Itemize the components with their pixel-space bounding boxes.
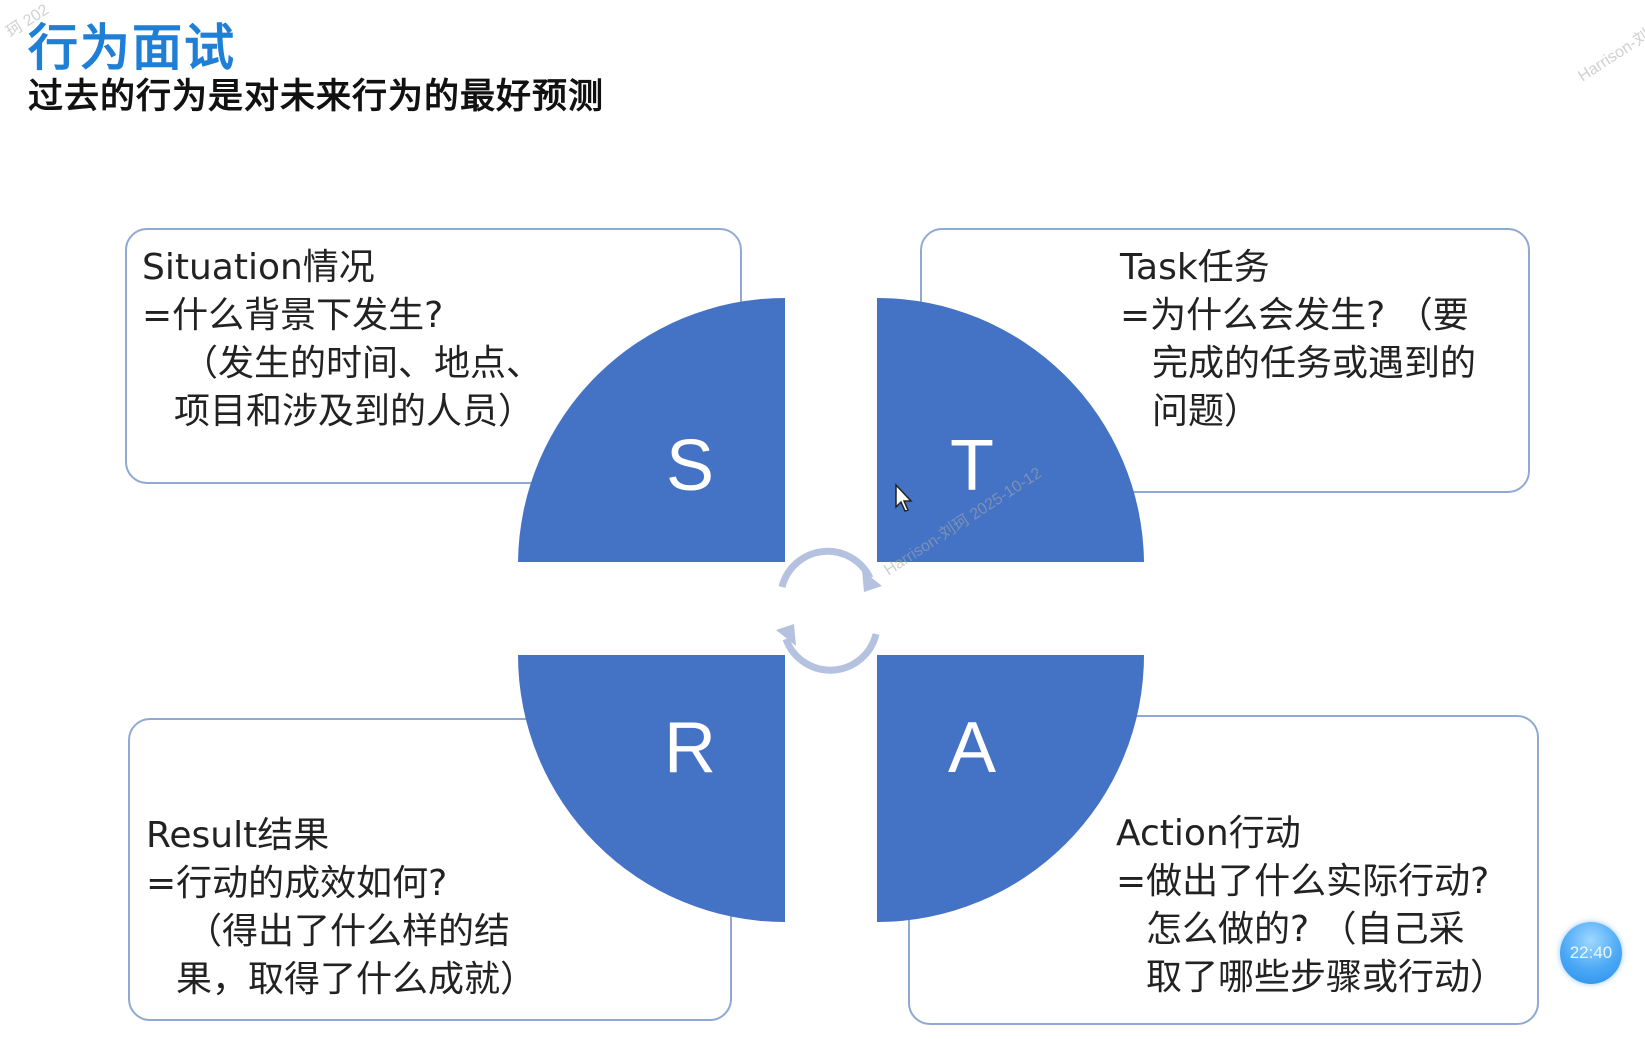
quadrant-s-letter: S	[666, 426, 714, 506]
quadrant-t	[877, 298, 1144, 562]
quadrant-s	[518, 298, 785, 562]
quadrant-r-letter: R	[664, 708, 716, 788]
floating-time-badge[interactable]: 22:40	[1560, 922, 1622, 984]
result-line-1: =行动的成效如何?	[146, 863, 448, 904]
task-line-1: =为什么会发生? （要	[1120, 295, 1469, 336]
action-heading: Action行动	[1116, 813, 1301, 854]
action-line-3: 取了哪些步骤或行动）	[1146, 957, 1507, 998]
cycle-arrow-head-left	[776, 624, 796, 646]
cycle-arrow-head-right	[862, 570, 882, 592]
situation-line-2: （发生的时间、地点、	[182, 343, 543, 384]
quadrant-a-letter: A	[948, 708, 996, 788]
quadrant-t-letter: T	[950, 426, 994, 506]
page-title: 行为面试	[28, 19, 236, 77]
situation-text: Situation情况 =什么背景下发生? （发生的时间、地点、 项目和涉及到的…	[142, 244, 542, 436]
action-line-2: 怎么做的? （自己采	[1146, 909, 1465, 950]
page-subtitle: 过去的行为是对未来行为的最好预测	[28, 77, 605, 117]
situation-line-1: =什么背景下发生?	[142, 295, 444, 336]
task-text: Task任务 =为什么会发生? （要 完成的任务或遇到的 问题）	[1120, 244, 1476, 436]
result-heading: Result结果	[146, 815, 330, 856]
result-line-3: 果，取得了什么成就）	[176, 959, 537, 1000]
cycle-arrows-icon	[778, 547, 880, 674]
result-text: Result结果 =行动的成效如何? （得出了什么样的结 果，取得了什么成就）	[146, 812, 536, 1004]
situation-line-3: 项目和涉及到的人员）	[174, 391, 535, 432]
mouse-cursor-icon	[895, 483, 913, 512]
quadrant-a	[877, 655, 1144, 922]
action-line-1: =做出了什么实际行动?	[1116, 861, 1490, 902]
task-line-2: 完成的任务或遇到的	[1152, 343, 1477, 384]
result-line-2: （得出了什么样的结	[186, 911, 511, 952]
action-text: Action行动 =做出了什么实际行动? 怎么做的? （自己采 取了哪些步骤或行…	[1116, 810, 1506, 1002]
task-heading: Task任务	[1120, 247, 1270, 288]
quadrant-r	[518, 655, 785, 922]
task-line-3: 问题）	[1152, 391, 1261, 432]
situation-heading: Situation情况	[142, 247, 375, 288]
